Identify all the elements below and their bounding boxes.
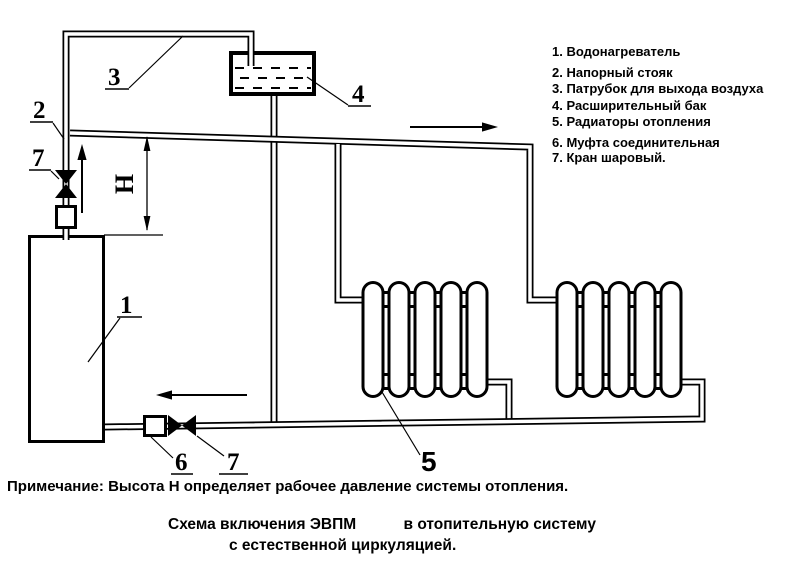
caption-line-2: с естественной циркуляцией. — [229, 537, 457, 554]
flow-arrow-riser — [77, 144, 87, 213]
height-dimension: Н — [104, 136, 163, 236]
legend-item-5: 5. Радиаторы отопления — [552, 113, 711, 129]
callout-2-text: 2 — [33, 97, 46, 124]
coupling-bottom — [143, 415, 167, 437]
water-heater — [28, 235, 105, 443]
note-text: Примечание: Высота Н определяет рабочее … — [7, 478, 569, 495]
flow-arrow-supply — [410, 122, 498, 132]
callout-7-top-text: 7 — [32, 145, 45, 172]
callout-4-text: 4 — [352, 81, 365, 108]
legend-item-1: 1. Водонагреватель — [552, 44, 681, 59]
callout-3-air-outlet: 3 — [105, 35, 184, 91]
callout-6-coupling: 6 — [150, 436, 193, 476]
legend-item-6: 6. Муфта соединительная — [552, 134, 720, 150]
callout-7-bottom-text: 7 — [227, 449, 240, 476]
legend-item-3: 3. Патрубок для выхода воздуха — [552, 81, 764, 96]
riser-air-outlet-pipe — [62, 30, 255, 240]
callout-1-text: 1 — [120, 292, 133, 319]
callout-3-text: 3 — [108, 64, 121, 91]
legend: 1. Водонагреватель 2. Напорный стояк 3. … — [552, 0, 808, 180]
callout-7-valve-top: 7 — [29, 145, 60, 180]
radiator-1 — [361, 281, 489, 398]
legend-item-4: 4. Расширительный бак — [552, 97, 707, 113]
height-dimension-label: Н — [110, 174, 139, 194]
radiator-1-return-pipe — [486, 378, 513, 424]
callout-7-valve-bottom: 7 — [196, 435, 248, 476]
ball-valve-top — [55, 170, 77, 198]
ball-valve-bottom — [168, 415, 196, 436]
coupling-top — [55, 205, 77, 229]
legend-item-2: 2. Напорный стояк — [552, 65, 673, 80]
supply-pipe — [69, 129, 560, 304]
flow-arrow-return — [156, 390, 247, 400]
callout-6-text: 6 — [175, 449, 188, 476]
radiator-2 — [555, 281, 683, 398]
callout-4-expansion-tank: 4 — [306, 76, 371, 108]
caption-line-1: Схема включения ЭВПМ в отопительную сист… — [168, 516, 596, 533]
radiator-1-feed-pipe — [334, 144, 366, 304]
water-level-dashes — [235, 67, 311, 89]
legend-item-7: 7. Кран шаровый. — [552, 150, 666, 165]
callout-2-riser: 2 — [30, 97, 65, 140]
callout-5-text: 5 — [421, 446, 437, 477]
callout-5-radiators: 5 — [381, 391, 437, 477]
return-pipe — [103, 378, 706, 431]
callout-1-heater: 1 — [87, 292, 142, 363]
